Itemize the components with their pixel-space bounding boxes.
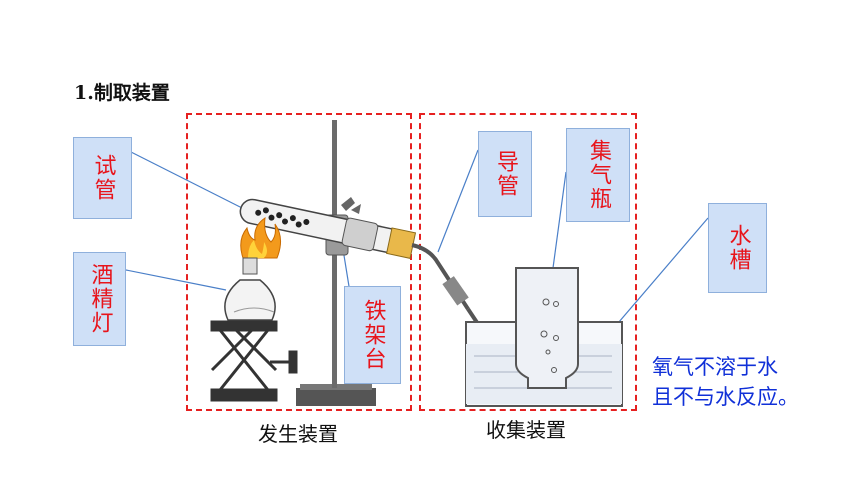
test-tube-drawing bbox=[239, 198, 417, 259]
collection-apparatus-frame bbox=[419, 113, 637, 411]
label-conduit: 导管 bbox=[478, 131, 532, 217]
label-alcohol-lamp: 酒精灯 bbox=[73, 252, 126, 346]
section-title: 1.制取装置 bbox=[74, 82, 170, 104]
label-iron-stand: 铁架台 bbox=[344, 286, 401, 384]
caption-generation-apparatus: 发生装置 bbox=[258, 422, 338, 446]
generation-apparatus-frame bbox=[186, 113, 412, 411]
gas-bottle-drawing bbox=[515, 267, 579, 389]
note-line-2: 且不与水反应。 bbox=[652, 385, 799, 409]
label-gas-bottle: 集气瓶 bbox=[566, 128, 630, 222]
alcohol-lamp-drawing bbox=[224, 257, 276, 321]
flame bbox=[240, 216, 281, 259]
label-water-trough: 水槽 bbox=[708, 203, 767, 293]
label-test-tube: 试管 bbox=[73, 137, 132, 219]
note-line-1: 氧气不溶于水 bbox=[652, 355, 778, 379]
caption-collection-apparatus: 收集装置 bbox=[486, 418, 566, 442]
property-note: 氧气不溶于水 且不与水反应。 bbox=[652, 352, 799, 412]
lab-jack bbox=[210, 320, 298, 402]
